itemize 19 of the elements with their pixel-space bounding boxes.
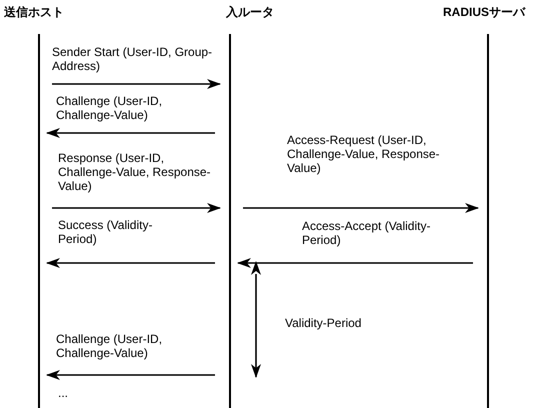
arrow bbox=[46, 258, 215, 268]
edge-label: Sender Start (User-ID, Group-Address) bbox=[52, 45, 214, 73]
arrow bbox=[52, 79, 221, 89]
edge-label: Success (Validity-Period) bbox=[58, 218, 154, 246]
lifeline-title: 入ルータ bbox=[226, 4, 275, 20]
edge-label: Challenge (User-ID, Challenge-Value) bbox=[56, 332, 164, 360]
edge-label: Access-Request (User-ID, Challenge-Value, Response-Value) bbox=[287, 133, 441, 175]
edge-label: Access-Accept (Validity-Period) bbox=[302, 219, 432, 247]
arrow bbox=[46, 128, 215, 138]
lifeline-title: RADIUSサーバ bbox=[443, 4, 526, 20]
edge-label: Response (User-ID, Challenge-Value, Response-Value) bbox=[58, 151, 212, 193]
dimension-label: Validity-Period bbox=[285, 316, 362, 330]
arrow bbox=[52, 203, 221, 213]
arrow bbox=[46, 370, 215, 380]
edge-label: Challenge (User-ID, Challenge-Value) bbox=[56, 94, 164, 122]
arrow bbox=[237, 258, 473, 268]
continuation-text: ... bbox=[58, 386, 68, 400]
arrow bbox=[243, 203, 479, 213]
lifeline-title: 送信ホスト bbox=[4, 4, 65, 20]
